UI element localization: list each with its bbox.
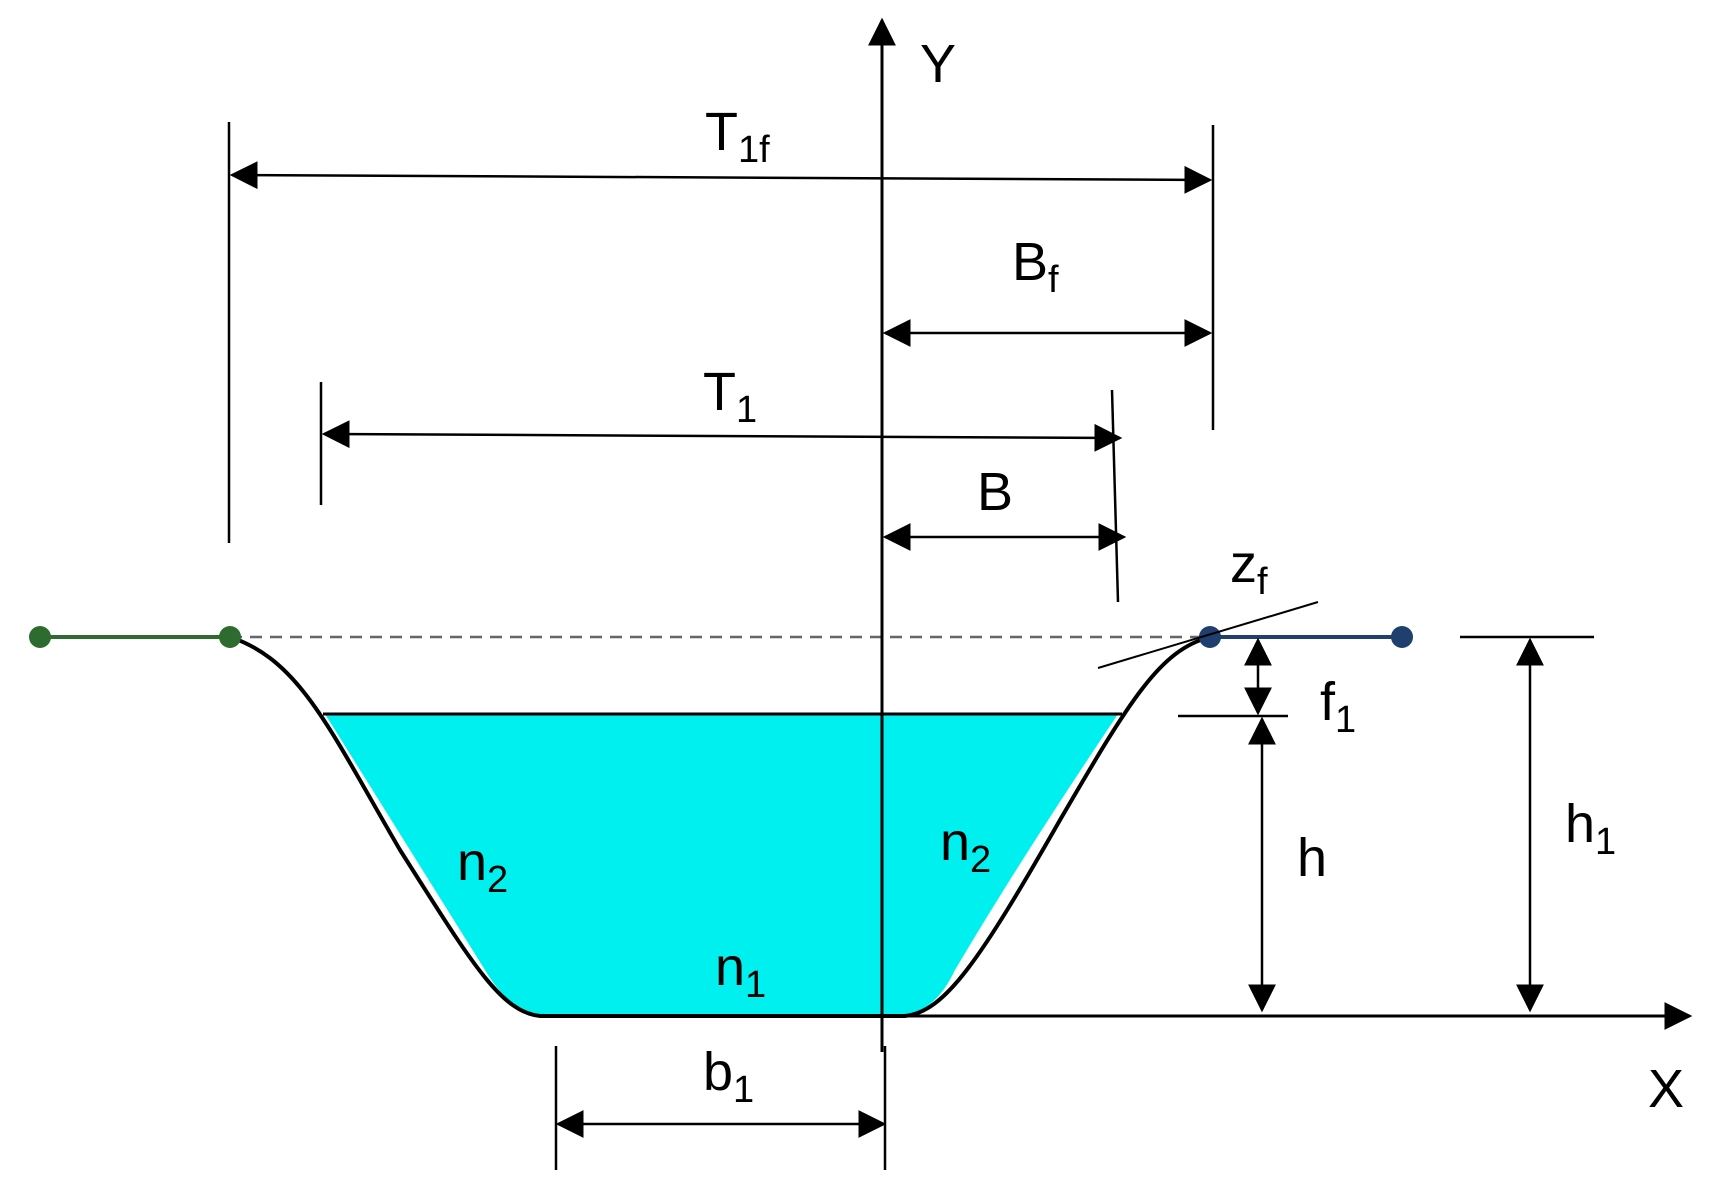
left-floodplain-point-outer bbox=[29, 626, 51, 648]
t1-right-extension bbox=[1110, 389, 1120, 603]
x-axis-label: X bbox=[1648, 1059, 1684, 1119]
label-n2-left: n2 bbox=[457, 832, 508, 901]
dimension-t1 bbox=[321, 420, 1123, 452]
channel-bed-profile bbox=[229, 635, 1211, 1018]
label-f1: f1 bbox=[1320, 672, 1356, 741]
label-h: h bbox=[1297, 828, 1327, 888]
dimension-t1f bbox=[229, 161, 1213, 194]
left-floodplain-point-inner bbox=[219, 626, 241, 648]
label-n1: n1 bbox=[715, 937, 766, 1006]
label-b1: b1 bbox=[703, 1042, 754, 1111]
label-b: B bbox=[977, 462, 1013, 522]
water-area bbox=[325, 714, 1118, 1014]
right-floodplain-point-outer bbox=[1391, 626, 1413, 648]
label-n2-right: n2 bbox=[940, 812, 991, 881]
label-h1: h1 bbox=[1565, 794, 1616, 863]
label-bf: Bf bbox=[1012, 232, 1059, 301]
right-floodplain-point-inner bbox=[1199, 626, 1221, 648]
label-zf: zf bbox=[1230, 534, 1268, 603]
label-t1: T1 bbox=[703, 362, 757, 431]
zf-slope-line bbox=[1097, 601, 1319, 669]
y-axis-label: Y bbox=[920, 34, 956, 94]
label-t1f: T1f bbox=[705, 102, 770, 171]
